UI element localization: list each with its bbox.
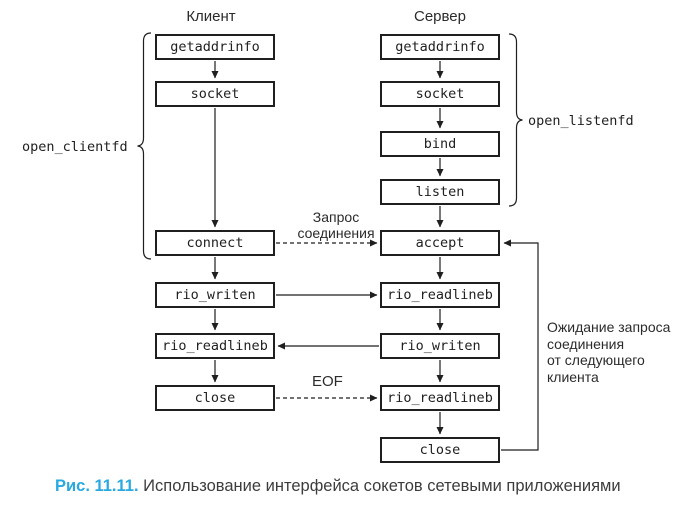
open-clientfd-brace — [138, 33, 152, 259]
server-box-accept: accept — [380, 230, 500, 256]
server-box-rio-readlineb-2: rio_readlineb — [380, 385, 500, 411]
server-box-socket: socket — [380, 81, 500, 107]
client-box-socket: socket — [155, 81, 275, 107]
client-box-rio-readlineb: rio_readlineb — [155, 333, 275, 359]
await-next-client-label: Ожидание запроса соединения от следующег… — [547, 319, 671, 385]
client-box-connect: connect — [155, 230, 275, 256]
server-box-listen: listen — [380, 179, 500, 205]
figure-caption-text: Использование интерфейса сокетов сетевым… — [143, 477, 621, 495]
server-column-header: Сервер — [413, 8, 466, 25]
client-box-getaddrinfo: getaddrinfo — [155, 34, 275, 60]
client-box-close: close — [155, 385, 275, 411]
figure-number: Рис. 11.11. — [55, 477, 139, 495]
server-box-rio-writen: rio_writen — [380, 333, 500, 359]
await-next-client-loop-line — [501, 239, 538, 450]
connection-request-label: Запрос соединения — [297, 209, 375, 241]
server-box-getaddrinfo: getaddrinfo — [380, 34, 500, 60]
eof-label: EOF — [312, 373, 343, 390]
figure-caption: Рис. 11.11. Использование интерфейса сок… — [55, 477, 621, 496]
open-clientfd-label: open_clientfd — [22, 139, 128, 155]
client-box-rio-writen: rio_writen — [155, 282, 275, 308]
server-box-rio-readlineb-1: rio_readlineb — [380, 282, 500, 308]
client-column-header: Клиент — [186, 8, 236, 25]
server-box-close: close — [380, 437, 500, 463]
open-listenfd-label: open_listenfd — [528, 113, 634, 129]
server-box-bind: bind — [380, 131, 500, 157]
open-listenfd-brace — [509, 34, 523, 206]
